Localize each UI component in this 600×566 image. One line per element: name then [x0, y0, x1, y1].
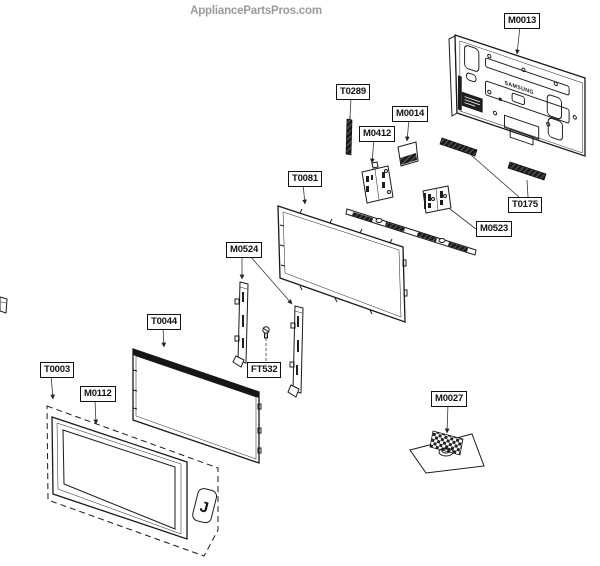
- side-bracket-left-part: [232, 281, 249, 368]
- part-label-t0175[interactable]: T0175: [508, 197, 542, 213]
- part-label-t0003[interactable]: T0003: [40, 362, 74, 378]
- side-bracket-right-part: [287, 305, 304, 398]
- part-label-t0289[interactable]: T0289: [336, 84, 370, 100]
- leader-lines: [50, 25, 529, 434]
- speaker-bars-part: [439, 137, 547, 181]
- part-label-t0081[interactable]: T0081: [288, 171, 322, 187]
- part-label-t0044[interactable]: T0044: [147, 314, 181, 330]
- holder-bracket-part: [422, 185, 452, 214]
- small-plate-part: [397, 141, 419, 167]
- rod-part: [345, 116, 353, 156]
- part-label-m0013[interactable]: M0013: [504, 13, 541, 29]
- part-label-m0524[interactable]: M0524: [226, 242, 263, 258]
- stand-part: [409, 430, 485, 474]
- part-label-ft532[interactable]: FT532: [247, 362, 282, 378]
- lcd-panel-part: [277, 205, 408, 323]
- section-badge-letter: J: [198, 498, 210, 517]
- bracket-plate-part: [361, 161, 394, 204]
- supporter-bar-part: [345, 208, 477, 256]
- part-label-m0523[interactable]: M0523: [476, 221, 513, 237]
- glass-panel-part: [132, 348, 262, 464]
- part-label-m0027[interactable]: M0027: [431, 391, 468, 407]
- part-label-m0014[interactable]: M0014: [392, 106, 429, 122]
- edge-fragment: [0, 296, 8, 314]
- section-badge: J: [192, 488, 218, 524]
- front-assembly-outline: [46, 405, 219, 557]
- front-bezel-part: [51, 416, 188, 540]
- site-watermark: AppliancePartsPros.com: [190, 5, 322, 17]
- back-cover-part: SAMSUNG: [448, 34, 586, 157]
- part-label-m0112[interactable]: M0112: [80, 386, 116, 402]
- screw-part: [262, 326, 270, 339]
- part-label-m0412[interactable]: M0412: [359, 126, 396, 142]
